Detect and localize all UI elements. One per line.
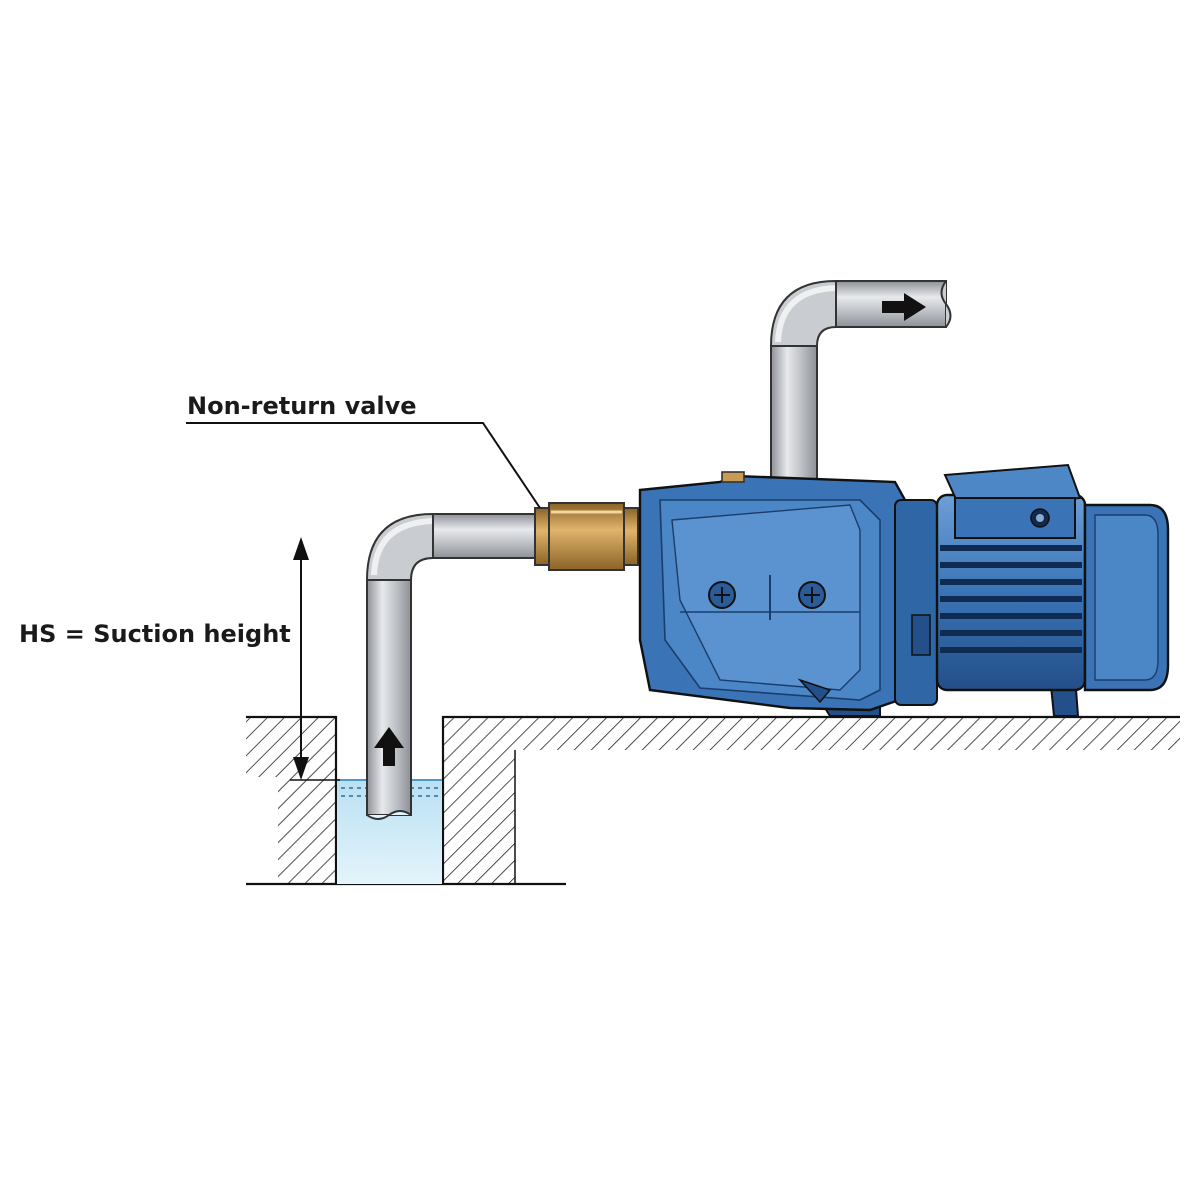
arrow-right-icon bbox=[882, 293, 926, 321]
double-arrow-icon bbox=[290, 537, 340, 781]
non-return-valve bbox=[534, 502, 639, 571]
screw-icon bbox=[708, 581, 736, 609]
ground bbox=[246, 715, 1180, 886]
suction-pipe bbox=[365, 512, 539, 820]
valve-label: Non-return valve bbox=[187, 392, 417, 420]
suction-height-label: HS = Suction height bbox=[19, 620, 291, 648]
discharge-pipe bbox=[769, 279, 952, 483]
valve-leader-line bbox=[186, 422, 541, 509]
jet-pump bbox=[638, 463, 1170, 717]
arrow-up-icon bbox=[374, 727, 404, 766]
screw-icon bbox=[798, 581, 826, 609]
